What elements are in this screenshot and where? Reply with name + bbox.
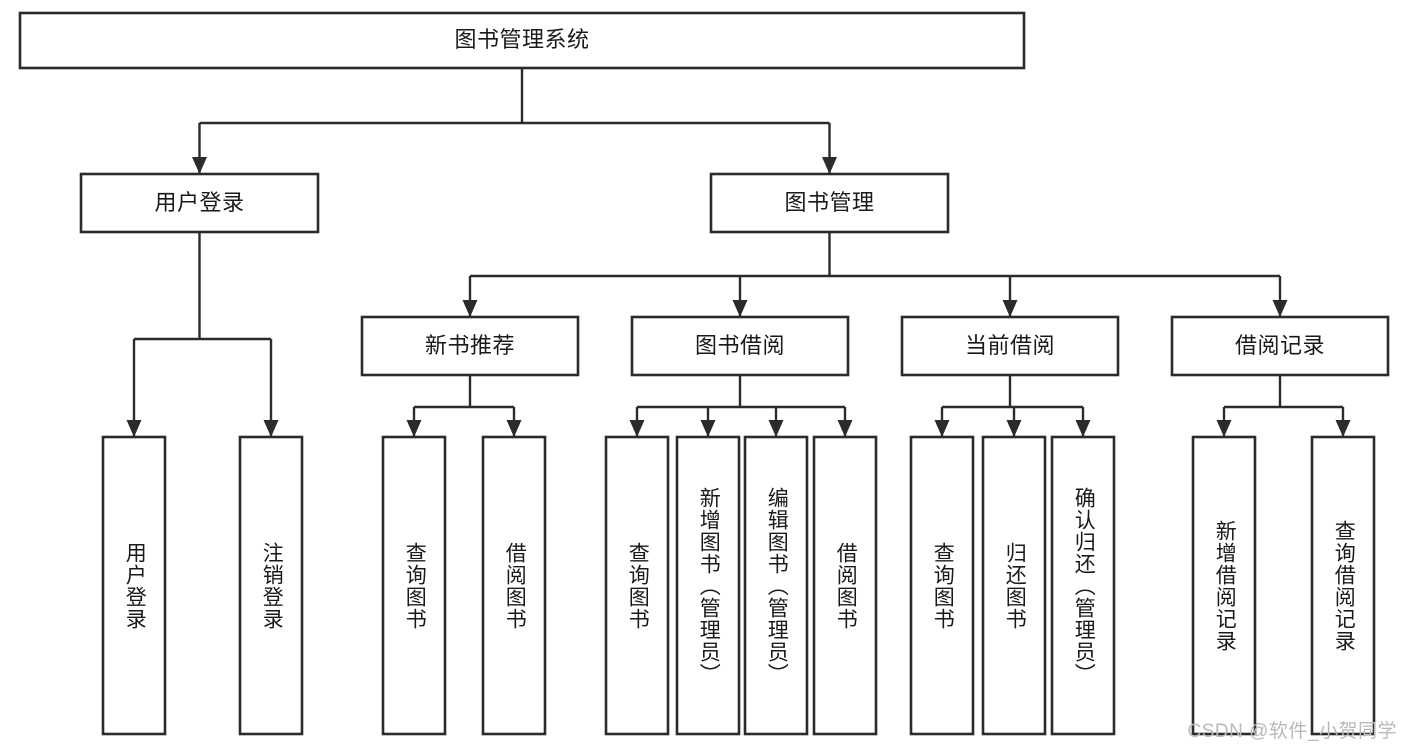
node-box-leaf-user-logout[interactable]	[238, 435, 304, 736]
node-box-new-book-rec[interactable]	[360, 315, 580, 377]
edges-layer	[126, 68, 1351, 437]
arrow-head-icon	[768, 420, 784, 437]
node-box-leaf-add-book[interactable]	[675, 435, 741, 736]
watermark-text: CSDN @软件_小贺同学	[1187, 721, 1397, 742]
arrow-head-icon	[406, 420, 422, 437]
arrow-head-icon	[934, 420, 950, 437]
arrow-head-icon	[1075, 420, 1091, 437]
arrow-head-icon	[837, 420, 853, 437]
arrow-head-icon	[462, 300, 478, 317]
node-box-leaf-add-record[interactable]	[1191, 435, 1257, 736]
node-box-leaf-return-book[interactable]	[981, 435, 1047, 736]
arrow-head-icon	[1335, 420, 1351, 437]
boxes-layer	[18, 11, 1390, 736]
node-box-leaf-query-book-2[interactable]	[604, 435, 670, 736]
node-box-book-manage[interactable]	[709, 172, 950, 234]
arrow-head-icon	[822, 157, 837, 174]
node-box-user-login[interactable]	[79, 172, 320, 234]
node-box-book-borrow[interactable]	[630, 315, 850, 377]
node-box-borrow-record[interactable]	[1170, 315, 1390, 377]
node-box-leaf-query-book-1[interactable]	[381, 435, 447, 736]
arrow-head-icon	[506, 420, 522, 437]
arrow-head-icon	[126, 420, 142, 437]
node-box-current-borrow[interactable]	[900, 315, 1120, 377]
arrow-head-icon	[192, 157, 207, 174]
node-box-root[interactable]	[18, 11, 1026, 70]
arrow-head-icon	[1002, 300, 1018, 317]
arrow-head-icon	[629, 420, 645, 437]
arrow-head-icon	[1216, 420, 1232, 437]
arrow-head-icon	[732, 300, 748, 317]
arrow-head-icon	[1272, 300, 1288, 317]
arrow-head-icon	[700, 420, 716, 437]
node-box-leaf-borrow-book-1[interactable]	[481, 435, 547, 736]
arrow-head-icon	[1006, 420, 1022, 437]
node-box-leaf-edit-book[interactable]	[743, 435, 809, 736]
arrow-head-icon	[263, 420, 279, 437]
node-box-leaf-query-book-3[interactable]	[909, 435, 975, 736]
node-box-leaf-confirm-return[interactable]	[1050, 435, 1116, 736]
node-box-leaf-query-record[interactable]	[1310, 435, 1376, 736]
node-box-leaf-borrow-book-2[interactable]	[812, 435, 878, 736]
node-box-leaf-user-login[interactable]	[101, 435, 167, 736]
